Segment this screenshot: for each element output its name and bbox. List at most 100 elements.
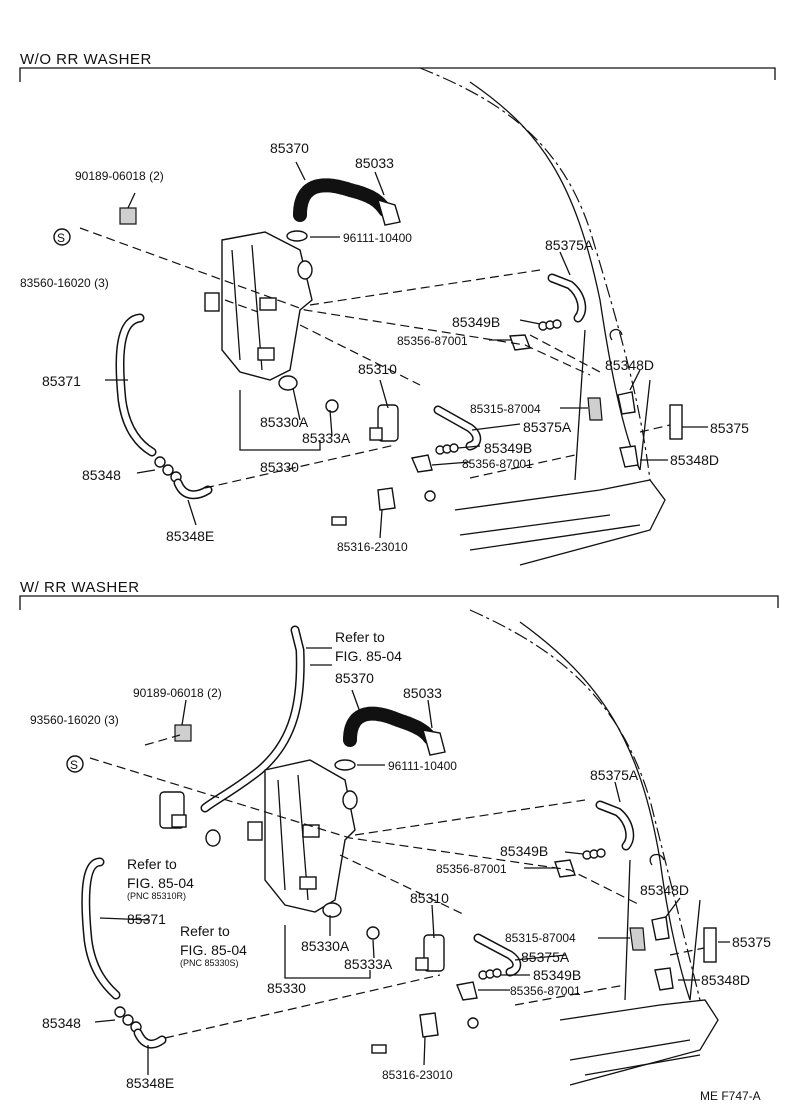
label-90189: 90189-06018 (2) [75,169,164,183]
label-96111: 96111-10400 [343,231,412,245]
section-without-rear-washer: W/O RR WASHER [19,51,776,566]
section-title: W/O RR WASHER [20,51,152,68]
label-85356-top: 85356-87001 [436,862,507,876]
label-85370: 85370 [335,670,374,686]
label-refer-1a: Refer to [335,629,385,645]
label-85348E: 85348E [126,1075,174,1091]
joint-85348D-top [617,391,636,415]
panel-hole [609,328,623,341]
label-refer-2a: Refer to [127,856,177,872]
joint-85348 [114,1006,142,1033]
figure-code: ME F747-A [700,1089,761,1103]
label-85348: 85348 [42,1015,81,1031]
label-s-mark: S [70,758,78,772]
body-panel-edge [469,81,641,471]
hose-clamp [286,230,308,242]
label-85330A: 85330A [301,938,350,954]
routing-line-1 [89,757,641,906]
label-83560: 83560-16020 (3) [20,276,109,290]
joint-85348 [154,456,182,483]
label-85330: 85330 [260,459,299,475]
body-panel-edge [519,621,691,1001]
label-refer-3a: Refer to [180,923,230,939]
nut-90189 [119,207,137,225]
rear-washer-pump [159,791,187,829]
bracket-85316 [419,1012,439,1038]
valve-85356-bot [456,981,478,1001]
label-93560: 93560-16020 (3) [30,713,119,727]
joint-85348D-top [651,916,670,941]
grommet-small [467,1017,479,1029]
label-85375A-top: 85375A [590,767,639,783]
body-outline [419,67,651,481]
clip-85315 [629,927,646,951]
label-85310: 85310 [410,890,449,906]
bumper-outline [559,999,719,1086]
label-85356-bot: 85356-87001 [510,984,581,998]
label-85371: 85371 [42,373,81,389]
section-title: W/ RR WASHER [20,579,140,596]
section-bracket [19,67,776,82]
valve-85349B-top [582,848,606,860]
valve-85349B-bot [478,968,502,980]
valve-85356-top [554,859,576,878]
s-mark-circle [53,228,71,246]
label-85375A-top: 85375A [545,237,594,253]
valve-85349B-top [538,319,562,331]
washer-pump [415,934,445,972]
hose-85375 [703,927,717,963]
label-85375A-mid: 85375A [521,949,570,965]
label-85348D-top: 85348D [605,357,654,373]
label-85033: 85033 [403,685,442,701]
grommet-small [424,490,436,502]
grommet-85330A [278,375,298,391]
nut-90189 [174,724,192,742]
label-refer-2c: (PNC 85310R) [127,891,186,901]
bolt [331,516,347,526]
label-85370: 85370 [270,140,309,156]
valve-85349B-bot [435,443,459,455]
label-85375A-mid: 85375A [523,419,572,435]
label-85333A: 85333A [344,956,393,972]
label-85348: 85348 [82,467,121,483]
label-85375: 85375 [710,420,749,436]
washer-pump [369,404,399,442]
s-mark-circle [66,755,84,773]
label-85330A: 85330A [260,414,309,430]
inner-panel-lines [624,859,701,1001]
label-85316: 85316-23010 [382,1068,453,1082]
body-outline [469,609,701,1001]
grommet-85333A [366,926,380,940]
label-90189: 90189-06018 (2) [133,686,222,700]
bumper-lines [569,1039,701,1076]
joint-85348D-bot [619,445,639,468]
hose-85375 [669,404,683,440]
label-85348D-bot: 85348D [701,972,750,988]
label-85375: 85375 [732,934,771,950]
label-refer-3b: FIG. 85-04 [180,942,247,958]
label-85348D-bot: 85348D [670,452,719,468]
label-85349B-top: 85349B [452,314,500,330]
filler-cap [376,198,401,226]
label-96111: 96111-10400 [388,759,457,773]
label-s-mark: S [57,231,65,245]
routing-line-1 [79,227,591,376]
grommet-85330A [322,902,342,918]
tank-neck [297,260,313,280]
label-85349B-top: 85349B [500,843,548,859]
label-85348D-top: 85348D [640,882,689,898]
label-85033: 85033 [355,155,394,171]
bumper-lines [459,514,641,551]
label-85316: 85316-23010 [337,540,408,554]
label-85333A: 85333A [302,430,351,446]
label-85371: 85371 [127,911,166,927]
panel-hole [649,853,665,866]
label-85349B-bot: 85349B [484,440,532,456]
hose-clamp [334,759,356,771]
clip-85315 [587,397,603,421]
washer-reservoir [204,231,313,381]
label-85356-bot: 85356-87001 [462,457,533,471]
label-85310: 85310 [358,361,397,377]
label-85356-top: 85356-87001 [397,334,468,348]
